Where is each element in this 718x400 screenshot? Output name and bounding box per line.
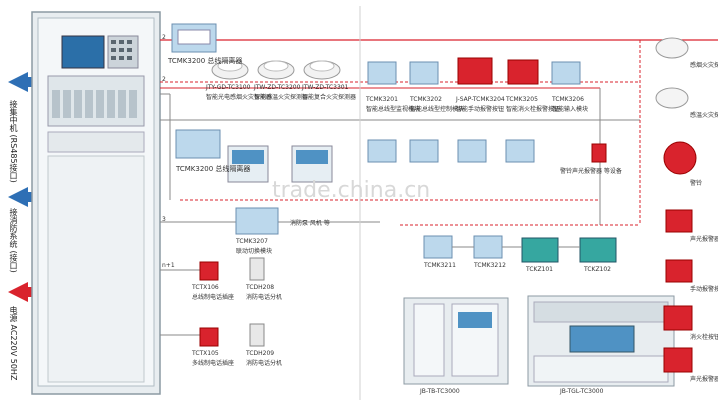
left-label-bottom: 电源 AC220V 50HZ bbox=[9, 306, 18, 381]
cabinet-2-label: JB-TGL-TC3000 bbox=[560, 388, 604, 395]
top-modules bbox=[367, 57, 581, 85]
linkage-module bbox=[235, 207, 279, 235]
detector-1-code: JTY-GD-TC3100 bbox=[206, 84, 251, 91]
bottom-cabinets bbox=[403, 295, 675, 387]
module-1-code: TCMK3201 bbox=[366, 96, 398, 103]
watermark-text: trade.china.cn bbox=[272, 178, 431, 203]
bottom-modules bbox=[423, 235, 617, 263]
detector-1-desc: 智能光电感烟火灾探测器 bbox=[206, 94, 273, 101]
bus-mark-2: 2 bbox=[162, 76, 166, 83]
main-controller-cabinet bbox=[31, 11, 161, 395]
left-arrow-top bbox=[8, 72, 28, 92]
left-arrow-bottom bbox=[8, 282, 28, 302]
phone-1-desc: 总线制电话插座 bbox=[192, 294, 235, 301]
linkage-module-desc: 联动切换模块 bbox=[236, 248, 273, 255]
bus-mark-4: n+1 bbox=[162, 262, 175, 269]
legend-1: 感烟火灾探测器 bbox=[690, 62, 718, 69]
bottom-module-2: TCMK3212 bbox=[474, 262, 506, 269]
legend-2: 感温火灾探测器 bbox=[690, 112, 718, 119]
module-3-code: J-SAP-TCMK3204 bbox=[456, 96, 505, 103]
detector-2-code: JTW-ZD-TC3200 bbox=[254, 84, 301, 91]
module-4-code: TCMK3205 bbox=[506, 96, 538, 103]
detector-2-desc: 智能感温火灾探测器 bbox=[254, 94, 309, 101]
module-4-desc: 智能消火栓报警按钮 bbox=[506, 106, 561, 113]
module-5-code: TCMK3206 bbox=[552, 96, 584, 103]
linkage-module-code: TCMK3207 bbox=[236, 238, 268, 245]
repeater-top-label: TCMK3200 总线隔离器 bbox=[168, 57, 243, 65]
second-row bbox=[175, 129, 607, 183]
repeater-top bbox=[171, 23, 217, 53]
phone-2-code: TCDH208 bbox=[246, 284, 275, 291]
controller-screen bbox=[61, 35, 105, 69]
phones bbox=[199, 257, 265, 347]
detectors-top bbox=[211, 60, 341, 80]
legend-4: 声光报警器 bbox=[690, 236, 718, 243]
module-1-desc: 智能总线型监视模块 bbox=[366, 106, 421, 113]
phone-3-code: TCTX105 bbox=[192, 350, 219, 357]
bottom-module-3: TCKZ101 bbox=[526, 266, 553, 273]
bus-mark-3: 3 bbox=[162, 216, 166, 223]
phone-1-code: TCTX106 bbox=[192, 284, 219, 291]
module-5-desc: 智能输入模块 bbox=[552, 106, 589, 113]
bus-mark-1: 2 bbox=[162, 34, 166, 41]
phone-4-desc: 消防电话分机 bbox=[246, 360, 283, 367]
bottom-module-4: TCKZ102 bbox=[584, 266, 611, 273]
left-label-top: 接集中机 (RS485接口) bbox=[9, 100, 18, 183]
left-arrow-mid bbox=[8, 187, 28, 207]
legend-3: 警铃 bbox=[690, 180, 703, 187]
phone-4-code: TCDH209 bbox=[246, 350, 275, 357]
cabinet-1-label: JB-TB-TC3000 bbox=[420, 388, 460, 395]
detector-3-code: JTW-ZD-TC3301 bbox=[302, 84, 349, 91]
right-legend-devices bbox=[655, 37, 697, 373]
left-label-mid: 接消防系统 (接口) bbox=[9, 208, 18, 273]
detector-3-desc: 智能复合火灾探测器 bbox=[302, 94, 357, 101]
legend-5: 手动报警按钮 bbox=[690, 286, 718, 293]
repeater-second-label: TCMK3200 总线隔离器 bbox=[176, 165, 251, 173]
second-row-note: 警铃声光报警器 等设备 bbox=[560, 168, 622, 175]
phone-3-desc: 多线制电话插座 bbox=[192, 360, 235, 367]
legend-6: 消火栓按钮 bbox=[690, 334, 718, 341]
phone-2-desc: 消防电话分机 bbox=[246, 294, 283, 301]
module-2-desc: 智能总线型控制模块 bbox=[410, 106, 465, 113]
module-2-code: TCMK3202 bbox=[410, 96, 442, 103]
module-3-desc: 智能手动报警按钮 bbox=[456, 106, 505, 113]
linkage-module-note: 消防泵 风机 等 bbox=[290, 220, 330, 227]
legend-7: 声光报警器 bbox=[690, 376, 718, 383]
bottom-module-1: TCMK3211 bbox=[424, 262, 456, 269]
